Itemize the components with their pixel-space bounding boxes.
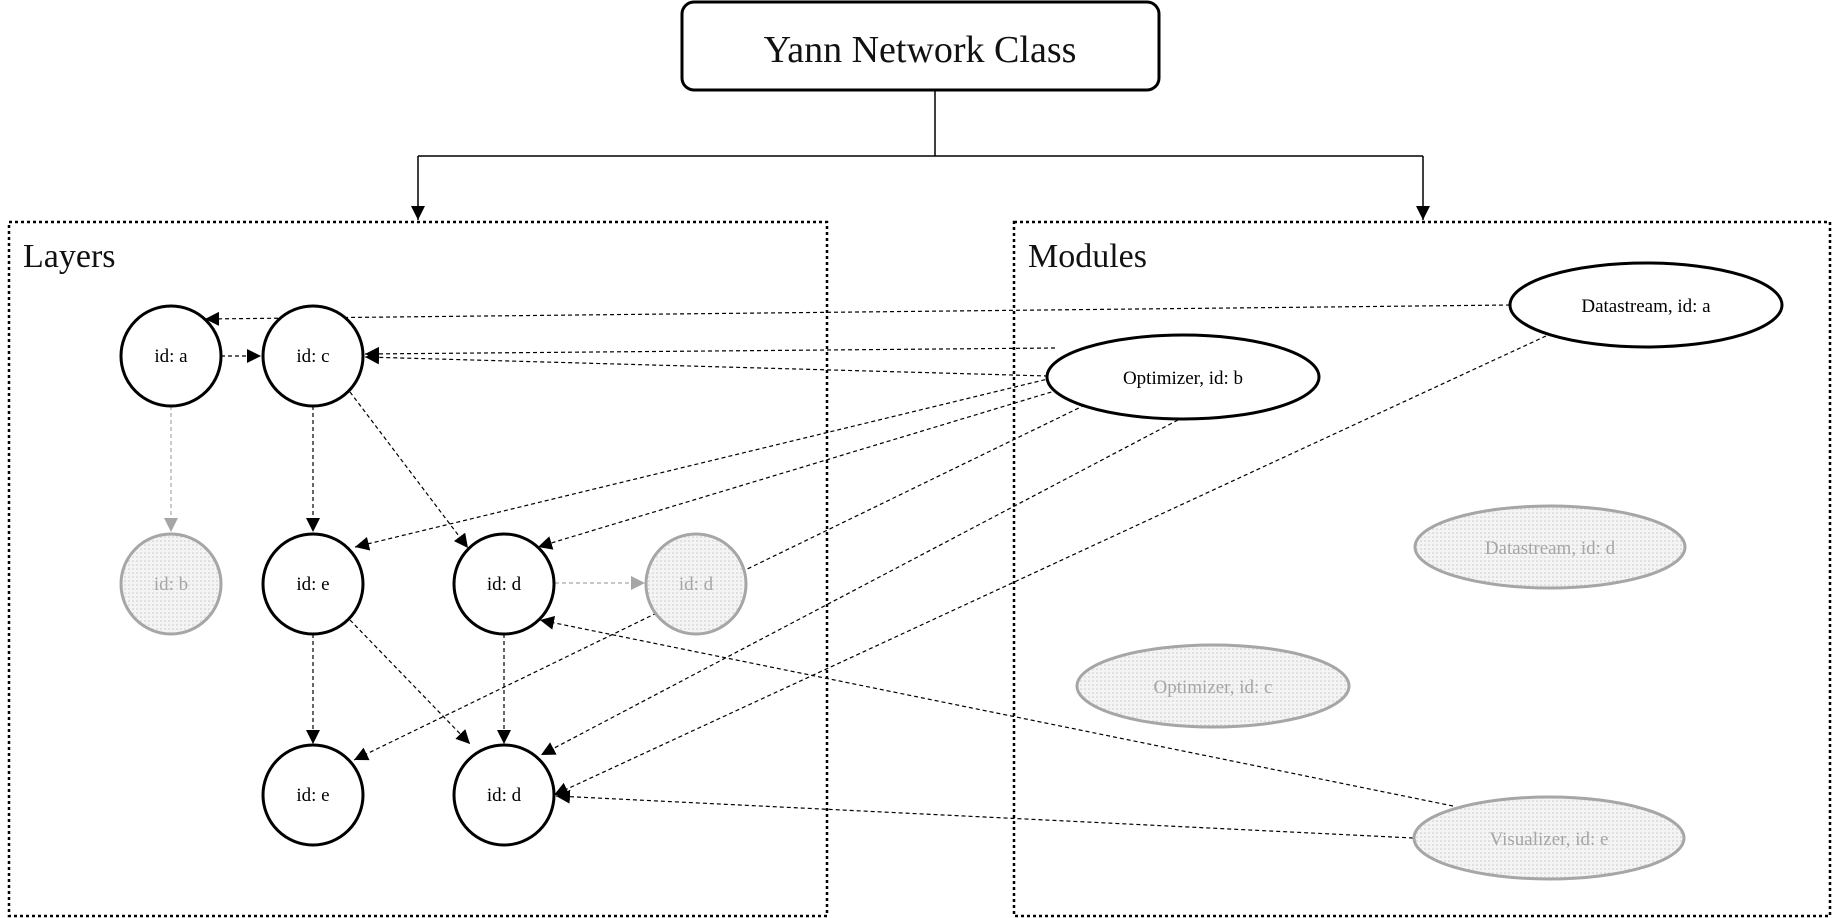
svg-text:id: e: id: e <box>296 574 329 595</box>
edge-optb-d3 <box>540 419 1179 756</box>
connections <box>164 304 1547 839</box>
layers-panel: Layers <box>7 220 829 918</box>
edge-optb-d1 <box>537 389 1059 550</box>
module-node-datastream-d: Datastream, id: d <box>1413 504 1687 590</box>
module-node-datastream-a: Datastream, id: a <box>1508 261 1784 349</box>
svg-text:Visualizer, id: e: Visualizer, id: e <box>1490 829 1609 850</box>
module-node-optimizer-c: Optimizer, id: c <box>1075 643 1351 729</box>
title-connector <box>411 90 1430 220</box>
layer-node-b: id: b <box>119 532 223 636</box>
svg-text:id: c: id: c <box>296 346 329 367</box>
edge-optb-c-1 <box>364 346 1056 361</box>
edge-c-d1 <box>349 391 469 549</box>
edge-vise-d3 <box>555 789 1414 839</box>
layer-nodes: id: a id: c id: b id: e id: d id: d id: … <box>119 304 748 847</box>
svg-text:id: d: id: d <box>679 574 714 595</box>
svg-text:Datastream, id: a: Datastream, id: a <box>1581 296 1711 317</box>
layers-panel-title: Layers <box>23 238 116 275</box>
module-node-visualizer-e: Visualizer, id: e <box>1412 795 1686 881</box>
module-nodes: Datastream, id: a Optimizer, id: b Datas… <box>1045 261 1784 881</box>
svg-text:id: a: id: a <box>154 346 188 367</box>
svg-text:Optimizer, id: c: Optimizer, id: c <box>1153 677 1272 698</box>
svg-text:id: d: id: d <box>487 785 522 806</box>
diagram-title: Yann Network Class <box>764 29 1077 71</box>
layer-node-c: id: c <box>261 304 365 408</box>
edge-vise-d1 <box>539 615 1454 807</box>
svg-text:id: d: id: d <box>487 574 522 595</box>
layer-node-d-2: id: d <box>644 532 748 636</box>
edge-dsa-a <box>204 304 1511 326</box>
edge-e1-d3 <box>349 619 471 745</box>
modules-panel: Modules <box>1012 220 1832 918</box>
edge-optb-e1 <box>354 377 1053 551</box>
modules-panel-title: Modules <box>1028 238 1147 275</box>
layer-node-e-2: id: e <box>261 743 365 847</box>
layer-node-d-3: id: d <box>452 743 556 847</box>
title-node: Yann Network Class <box>680 0 1161 92</box>
svg-text:Datastream, id: d: Datastream, id: d <box>1485 538 1616 559</box>
layer-node-e-1: id: e <box>261 532 365 636</box>
svg-text:id: b: id: b <box>154 574 188 595</box>
layer-node-d-1: id: d <box>452 532 556 636</box>
edge-dsa-d3 <box>553 335 1547 796</box>
svg-text:id: e: id: e <box>296 785 329 806</box>
svg-text:Optimizer, id: b: Optimizer, id: b <box>1123 368 1243 389</box>
layer-node-a: id: a <box>119 304 223 408</box>
module-node-optimizer-b: Optimizer, id: b <box>1045 333 1321 421</box>
edge-optb-c-2 <box>364 350 1049 377</box>
